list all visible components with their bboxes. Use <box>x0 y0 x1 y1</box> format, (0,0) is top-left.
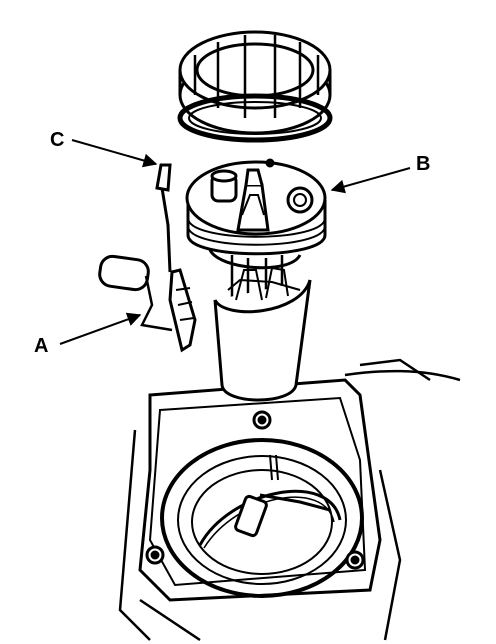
fuel-gauge-sending-unit <box>98 163 197 353</box>
tank-opening <box>138 378 382 602</box>
callout-arrow-c <box>71 139 158 168</box>
gasket <box>177 93 333 143</box>
locking-ring <box>178 30 332 135</box>
tank-body-edges <box>118 358 461 642</box>
callout-arrow-a <box>59 312 142 345</box>
callout-label-b: B <box>416 153 430 175</box>
pump-body <box>208 249 312 402</box>
callout-label-c: C <box>50 129 64 151</box>
pump-cover-plate <box>185 158 327 256</box>
callout-arrows <box>59 139 411 345</box>
tank-bolts <box>145 410 365 570</box>
callout-label-a: A <box>34 335 48 357</box>
callout-arrow-b <box>330 167 411 194</box>
